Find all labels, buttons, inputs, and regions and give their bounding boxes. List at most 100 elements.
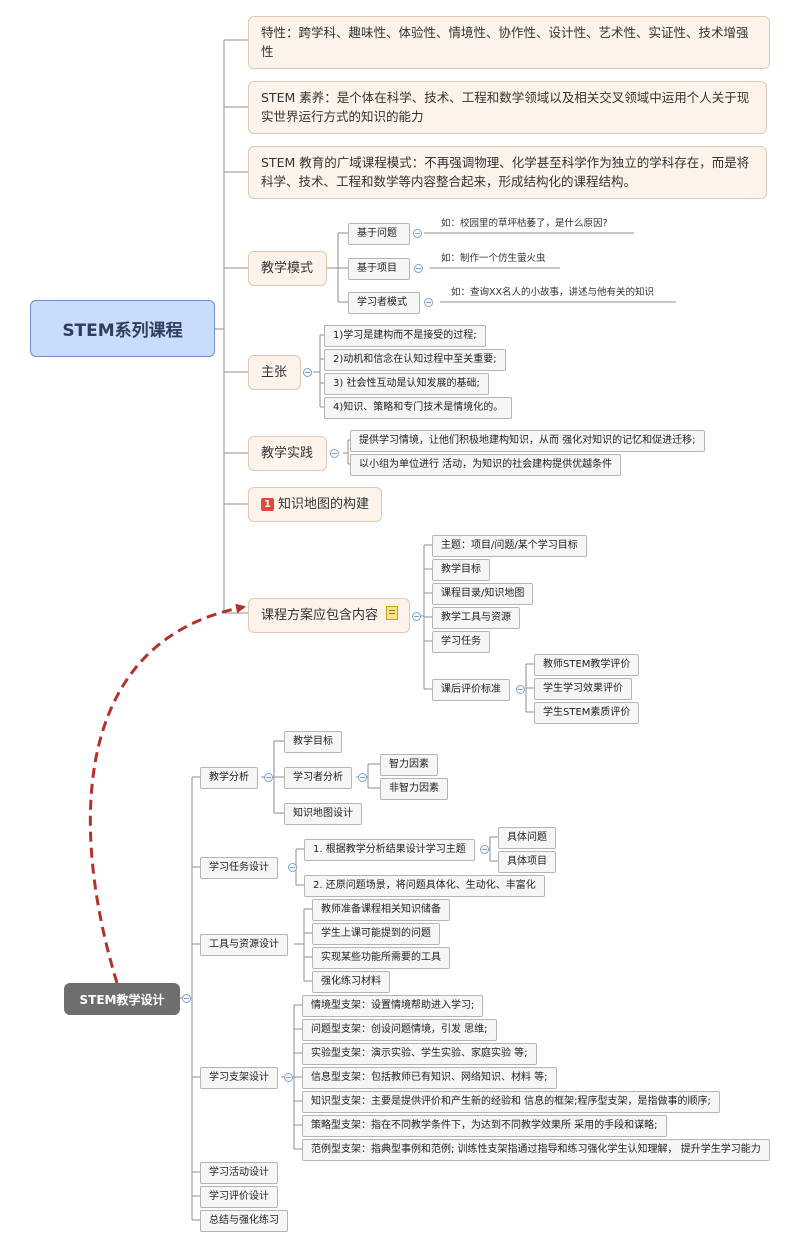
collapse-toggle-icon[interactable] xyxy=(358,773,367,782)
plan-item-text: 主题：项目/问题/某个学习目标 xyxy=(441,540,578,551)
learner-factor-text: 非智力因素 xyxy=(389,783,439,794)
collapse-toggle-icon[interactable] xyxy=(182,994,191,1003)
task-scene[interactable]: 2. 还原问题场景，将问题具体化、生动化、丰富化 xyxy=(304,875,545,897)
analysis-knowledge-map[interactable]: 知识地图设计 xyxy=(284,803,362,825)
plan-item-text: 课程目录/知识地图 xyxy=(441,588,525,599)
root-stem-teaching-design[interactable]: STEM教学设计 xyxy=(64,983,180,1015)
collapse-toggle-icon[interactable] xyxy=(413,229,422,238)
collapse-toggle-icon[interactable] xyxy=(424,298,433,307)
mode-learner-note-text: 如：查询XX名人的小故事，讲述与他有关的知识 xyxy=(451,287,655,298)
plan-evaluation[interactable]: 课后评价标准 xyxy=(432,679,510,701)
topic-claims[interactable]: 主张 xyxy=(248,355,301,390)
analysis-goal[interactable]: 教学目标 xyxy=(284,731,342,753)
evaluation-item[interactable]: 教师STEM教学评价 xyxy=(534,654,640,676)
plan-item[interactable]: 学习任务 xyxy=(432,631,490,653)
mode-learner-note: 如：查询XX名人的小故事，讲述与他有关的知识 xyxy=(451,286,654,300)
plan-item[interactable]: 教学目标 xyxy=(432,559,490,581)
collapse-toggle-icon[interactable] xyxy=(480,845,489,854)
scaffold-item[interactable]: 知识型支架：主要是提供评价和产生新的经验和 信息的框架;程序型支架，是指做事的顺… xyxy=(302,1091,720,1113)
tool-item[interactable]: 强化练习材料 xyxy=(312,971,390,993)
plan-item-text: 学习任务 xyxy=(441,636,481,647)
design-scaffold[interactable]: 学习支架设计 xyxy=(200,1067,278,1089)
note-icon[interactable] xyxy=(386,606,399,620)
topic-stem-literacy[interactable]: STEM 素养：是个体在科学、技术、工程和数学领域以及相关交叉领域中运用个人关于… xyxy=(248,81,767,134)
evaluation-item[interactable]: 学生STEM素质评价 xyxy=(534,702,640,724)
claim-item[interactable]: 3) 社会性互动是认知发展的基础; xyxy=(324,373,489,395)
task-theme-item[interactable]: 具体项目 xyxy=(498,851,556,873)
analysis-learner[interactable]: 学习者分析 xyxy=(284,767,352,789)
analysis-goal-label: 教学目标 xyxy=(293,736,333,747)
topic-broad-curriculum[interactable]: STEM 教育的广域课程模式：不再强调物理、化学甚至科学作为独立的学科存在，而是… xyxy=(248,146,767,199)
claim-item[interactable]: 1)学习是建构而不是接受的过程; xyxy=(324,325,486,347)
topic-teaching-practice[interactable]: 教学实践 xyxy=(248,436,327,471)
collapse-toggle-icon[interactable] xyxy=(288,863,297,872)
collapse-toggle-icon[interactable] xyxy=(414,264,423,273)
tool-item[interactable]: 实现某些功能所需要的工具 xyxy=(312,947,450,969)
plan-item[interactable]: 主题：项目/问题/某个学习目标 xyxy=(432,535,587,557)
design-learning-activity[interactable]: 学习活动设计 xyxy=(200,1162,278,1184)
task-theme[interactable]: 1. 根据教学分析结果设计学习主题 xyxy=(304,839,475,861)
root-stem-teaching-design-label: STEM教学设计 xyxy=(79,992,165,1007)
topic-teaching-mode[interactable]: 教学模式 xyxy=(248,251,327,286)
tool-item[interactable]: 学生上课可能提到的问题 xyxy=(312,923,440,945)
evaluation-item[interactable]: 学生学习效果评价 xyxy=(534,678,632,700)
scaffold-item[interactable]: 策略型支架：指在不同教学条件下，为达到不同教学效果所 采用的手段和谋略; xyxy=(302,1115,667,1137)
plan-item-text: 教学目标 xyxy=(441,564,481,575)
practice-item[interactable]: 提供学习情境，让他们积极地建构知识，从而 强化对知识的记忆和促进迁移; xyxy=(350,430,705,452)
claim-item-text: 3) 社会性互动是认知发展的基础; xyxy=(333,378,480,389)
plan-item[interactable]: 教学工具与资源 xyxy=(432,607,520,629)
learner-factor[interactable]: 智力因素 xyxy=(380,754,438,776)
mode-problem-note: 如：校园里的草坪枯萎了，是什么原因? xyxy=(441,217,608,231)
collapse-toggle-icon[interactable] xyxy=(284,1073,293,1082)
claim-item[interactable]: 4)知识、策略和专门技术是情境化的。 xyxy=(324,397,513,419)
task-theme-item-text: 具体问题 xyxy=(507,832,547,843)
design-tools-resources[interactable]: 工具与资源设计 xyxy=(200,934,288,956)
analysis-knowledge-map-label: 知识地图设计 xyxy=(293,808,353,819)
task-scene-label: 2. 还原问题场景，将问题具体化、生动化、丰富化 xyxy=(313,880,536,891)
scaffold-item-text: 知识型支架：主要是提供评价和产生新的经验和 信息的框架;程序型支架，是指做事的顺… xyxy=(311,1096,711,1107)
mode-project-note: 如：制作一个仿生萤火虫 xyxy=(441,252,546,266)
learner-factor-text: 智力因素 xyxy=(389,759,429,770)
mode-project-note-text: 如：制作一个仿生萤火虫 xyxy=(441,253,546,264)
topic-course-plan[interactable]: 课程方案应包含内容 xyxy=(248,598,410,633)
scaffold-item[interactable]: 实验型支架：演示实验、学生实验、家庭实验 等; xyxy=(302,1043,537,1065)
scaffold-item-text: 问题型支架：创设问题情境，引发 思维; xyxy=(311,1024,488,1035)
collapse-toggle-icon[interactable] xyxy=(516,685,525,694)
scaffold-item[interactable]: 信息型支架：包括教师已有知识、网络知识、材料 等; xyxy=(302,1067,557,1089)
practice-item[interactable]: 以小组为单位进行 活动，为知识的社会建构提供优越条件 xyxy=(350,454,622,476)
mode-learner[interactable]: 学习者模式 xyxy=(348,292,420,314)
scaffold-item[interactable]: 情境型支架：设置情境帮助进入学习; xyxy=(302,995,484,1017)
collapse-toggle-icon[interactable] xyxy=(303,368,312,377)
mode-learner-label: 学习者模式 xyxy=(357,297,407,308)
scaffold-item[interactable]: 范例型支架：指典型事例和范例; 训练性支架指通过指导和练习强化学生认知理解， 提… xyxy=(302,1139,770,1161)
task-theme-label: 1. 根据教学分析结果设计学习主题 xyxy=(313,844,466,855)
collapse-toggle-icon[interactable] xyxy=(264,773,273,782)
plan-item[interactable]: 课程目录/知识地图 xyxy=(432,583,534,605)
design-summary-practice[interactable]: 总结与强化练习 xyxy=(200,1210,288,1232)
mode-problem-based[interactable]: 基于问题 xyxy=(348,223,410,245)
collapse-toggle-icon[interactable] xyxy=(412,612,421,621)
learner-factor[interactable]: 非智力因素 xyxy=(380,778,448,800)
mode-project-based[interactable]: 基于项目 xyxy=(348,258,410,280)
topic-traits[interactable]: 特性：跨学科、趣味性、体验性、情境性、协作性、设计性、艺术性、实证性、技术增强性 xyxy=(248,16,770,69)
tool-item-text: 教师准备课程相关知识储备 xyxy=(321,904,441,915)
claim-item[interactable]: 2)动机和信念在认知过程中至关重要; xyxy=(324,349,506,371)
task-theme-item-text: 具体项目 xyxy=(507,856,547,867)
design-tools-resources-label: 工具与资源设计 xyxy=(209,939,279,950)
tool-item-text: 强化练习材料 xyxy=(321,976,381,987)
scaffold-item[interactable]: 问题型支架：创设问题情境，引发 思维; xyxy=(302,1019,497,1041)
mode-project-based-label: 基于项目 xyxy=(357,263,397,274)
design-teaching-analysis[interactable]: 教学分析 xyxy=(200,767,258,789)
analysis-learner-label: 学习者分析 xyxy=(293,772,343,783)
tool-item[interactable]: 教师准备课程相关知识储备 xyxy=(312,899,450,921)
root-stem-course[interactable]: STEM系列课程 xyxy=(30,300,215,357)
scaffold-item-text: 策略型支架：指在不同教学条件下，为达到不同教学效果所 采用的手段和谋略; xyxy=(311,1120,658,1131)
task-theme-item[interactable]: 具体问题 xyxy=(498,827,556,849)
scaffold-item-text: 情境型支架：设置情境帮助进入学习; xyxy=(311,1000,475,1011)
priority-1-icon: 1 xyxy=(261,498,274,511)
collapse-toggle-icon[interactable] xyxy=(330,449,339,458)
design-learning-evaluation[interactable]: 学习评价设计 xyxy=(200,1186,278,1208)
design-summary-practice-label: 总结与强化练习 xyxy=(209,1215,279,1226)
design-learning-task[interactable]: 学习任务设计 xyxy=(200,857,278,879)
